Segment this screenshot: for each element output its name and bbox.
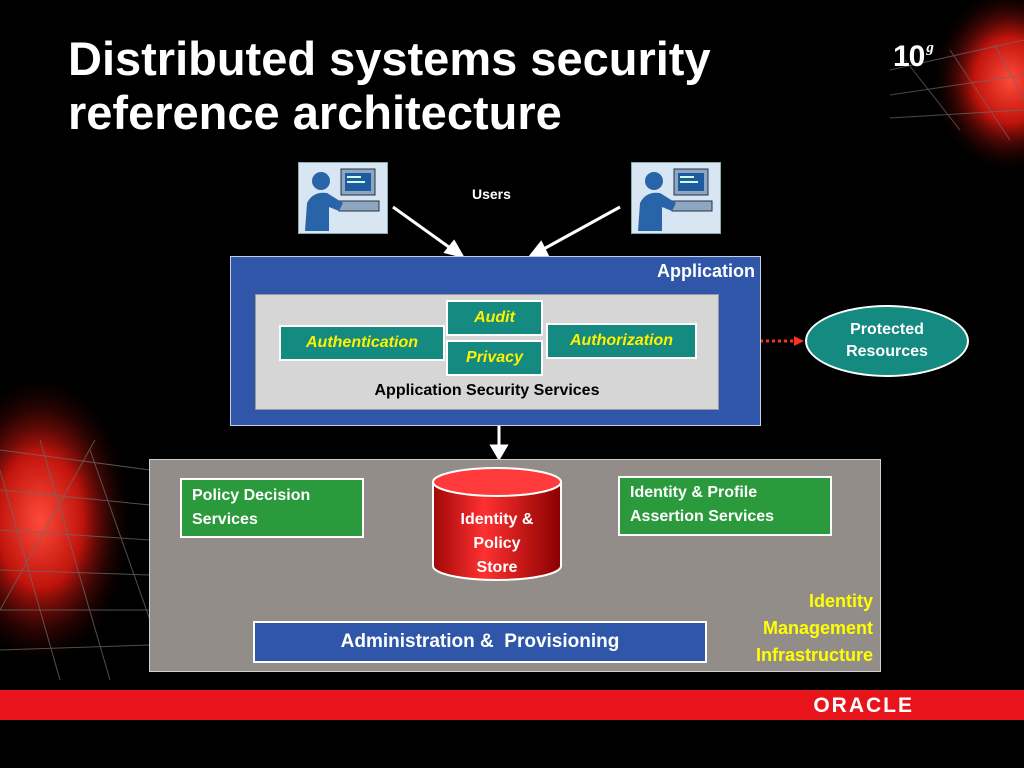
store-line-2: Policy — [473, 535, 521, 552]
arrowhead-user-left — [443, 239, 466, 259]
administration-provisioning-label: Administration & Provisioning — [340, 631, 620, 652]
footer-brand-bar: ORACLE — [0, 690, 1024, 720]
application-security-services-label: Application Security Services — [374, 382, 600, 399]
version-number: 10 — [893, 40, 925, 73]
arrow-user-left-to-app — [392, 205, 454, 252]
arrowhead-user-right — [526, 240, 550, 259]
privacy-service: Privacy — [446, 340, 543, 376]
users-label: Users — [472, 186, 511, 202]
policy-decision-line-2: Services — [192, 511, 258, 528]
title-line-1: Distributed systems security — [68, 32, 711, 85]
authorization-label: Authorization — [569, 332, 674, 349]
left-glow — [0, 370, 151, 681]
imi-label-line-2: Management — [762, 618, 873, 638]
arrow-user-right-to-app — [539, 205, 621, 253]
application-label: Application — [657, 261, 755, 281]
identity-management-infrastructure-label: Identity Management Infrastructure — [693, 588, 873, 669]
store-line-1: Identity & — [460, 511, 534, 528]
privacy-label: Privacy — [466, 349, 523, 366]
protected-resources-node: Protected Resources — [805, 305, 969, 377]
title-line-2: reference architecture — [68, 86, 562, 139]
top-right-glow — [889, 0, 1024, 175]
page-title: Distributed systems security reference a… — [68, 32, 868, 140]
store-line-3: Store — [476, 559, 518, 576]
protected-resources-line-1: Protected — [850, 321, 924, 338]
oracle-logo: ORACLE — [813, 694, 914, 717]
identity-profile-line-2: Assertion Services — [630, 508, 775, 525]
imi-label-line-1: Identity — [808, 591, 873, 611]
authentication-service: Authentication — [279, 325, 445, 361]
audit-label: Audit — [474, 309, 515, 326]
administration-provisioning-box: Administration & Provisioning — [253, 621, 707, 663]
policy-decision-services-box: Policy Decision Services — [180, 478, 364, 538]
authorization-service: Authorization — [546, 323, 697, 359]
identity-policy-store-cylinder — [432, 467, 562, 581]
protected-resources-line-2: Resources — [846, 343, 928, 360]
identity-profile-assertion-services-box: Identity & Profile Assertion Services — [618, 476, 832, 536]
policy-decision-line-1: Policy Decision — [192, 487, 311, 504]
identity-profile-line-1: Identity & Profile — [630, 484, 758, 501]
imi-label-line-3: Infrastructure — [755, 645, 873, 665]
identity-policy-store-label: Identity & Policy Store — [433, 508, 561, 580]
arrowhead-app-to-store — [489, 444, 509, 461]
audit-service: Audit — [446, 300, 543, 336]
user-computer-icon — [298, 162, 388, 234]
dotted-arrow-to-protected — [700, 336, 804, 346]
version-superscript: g — [926, 40, 933, 56]
user-computer-icon — [631, 162, 721, 234]
authentication-label: Authentication — [306, 334, 418, 351]
